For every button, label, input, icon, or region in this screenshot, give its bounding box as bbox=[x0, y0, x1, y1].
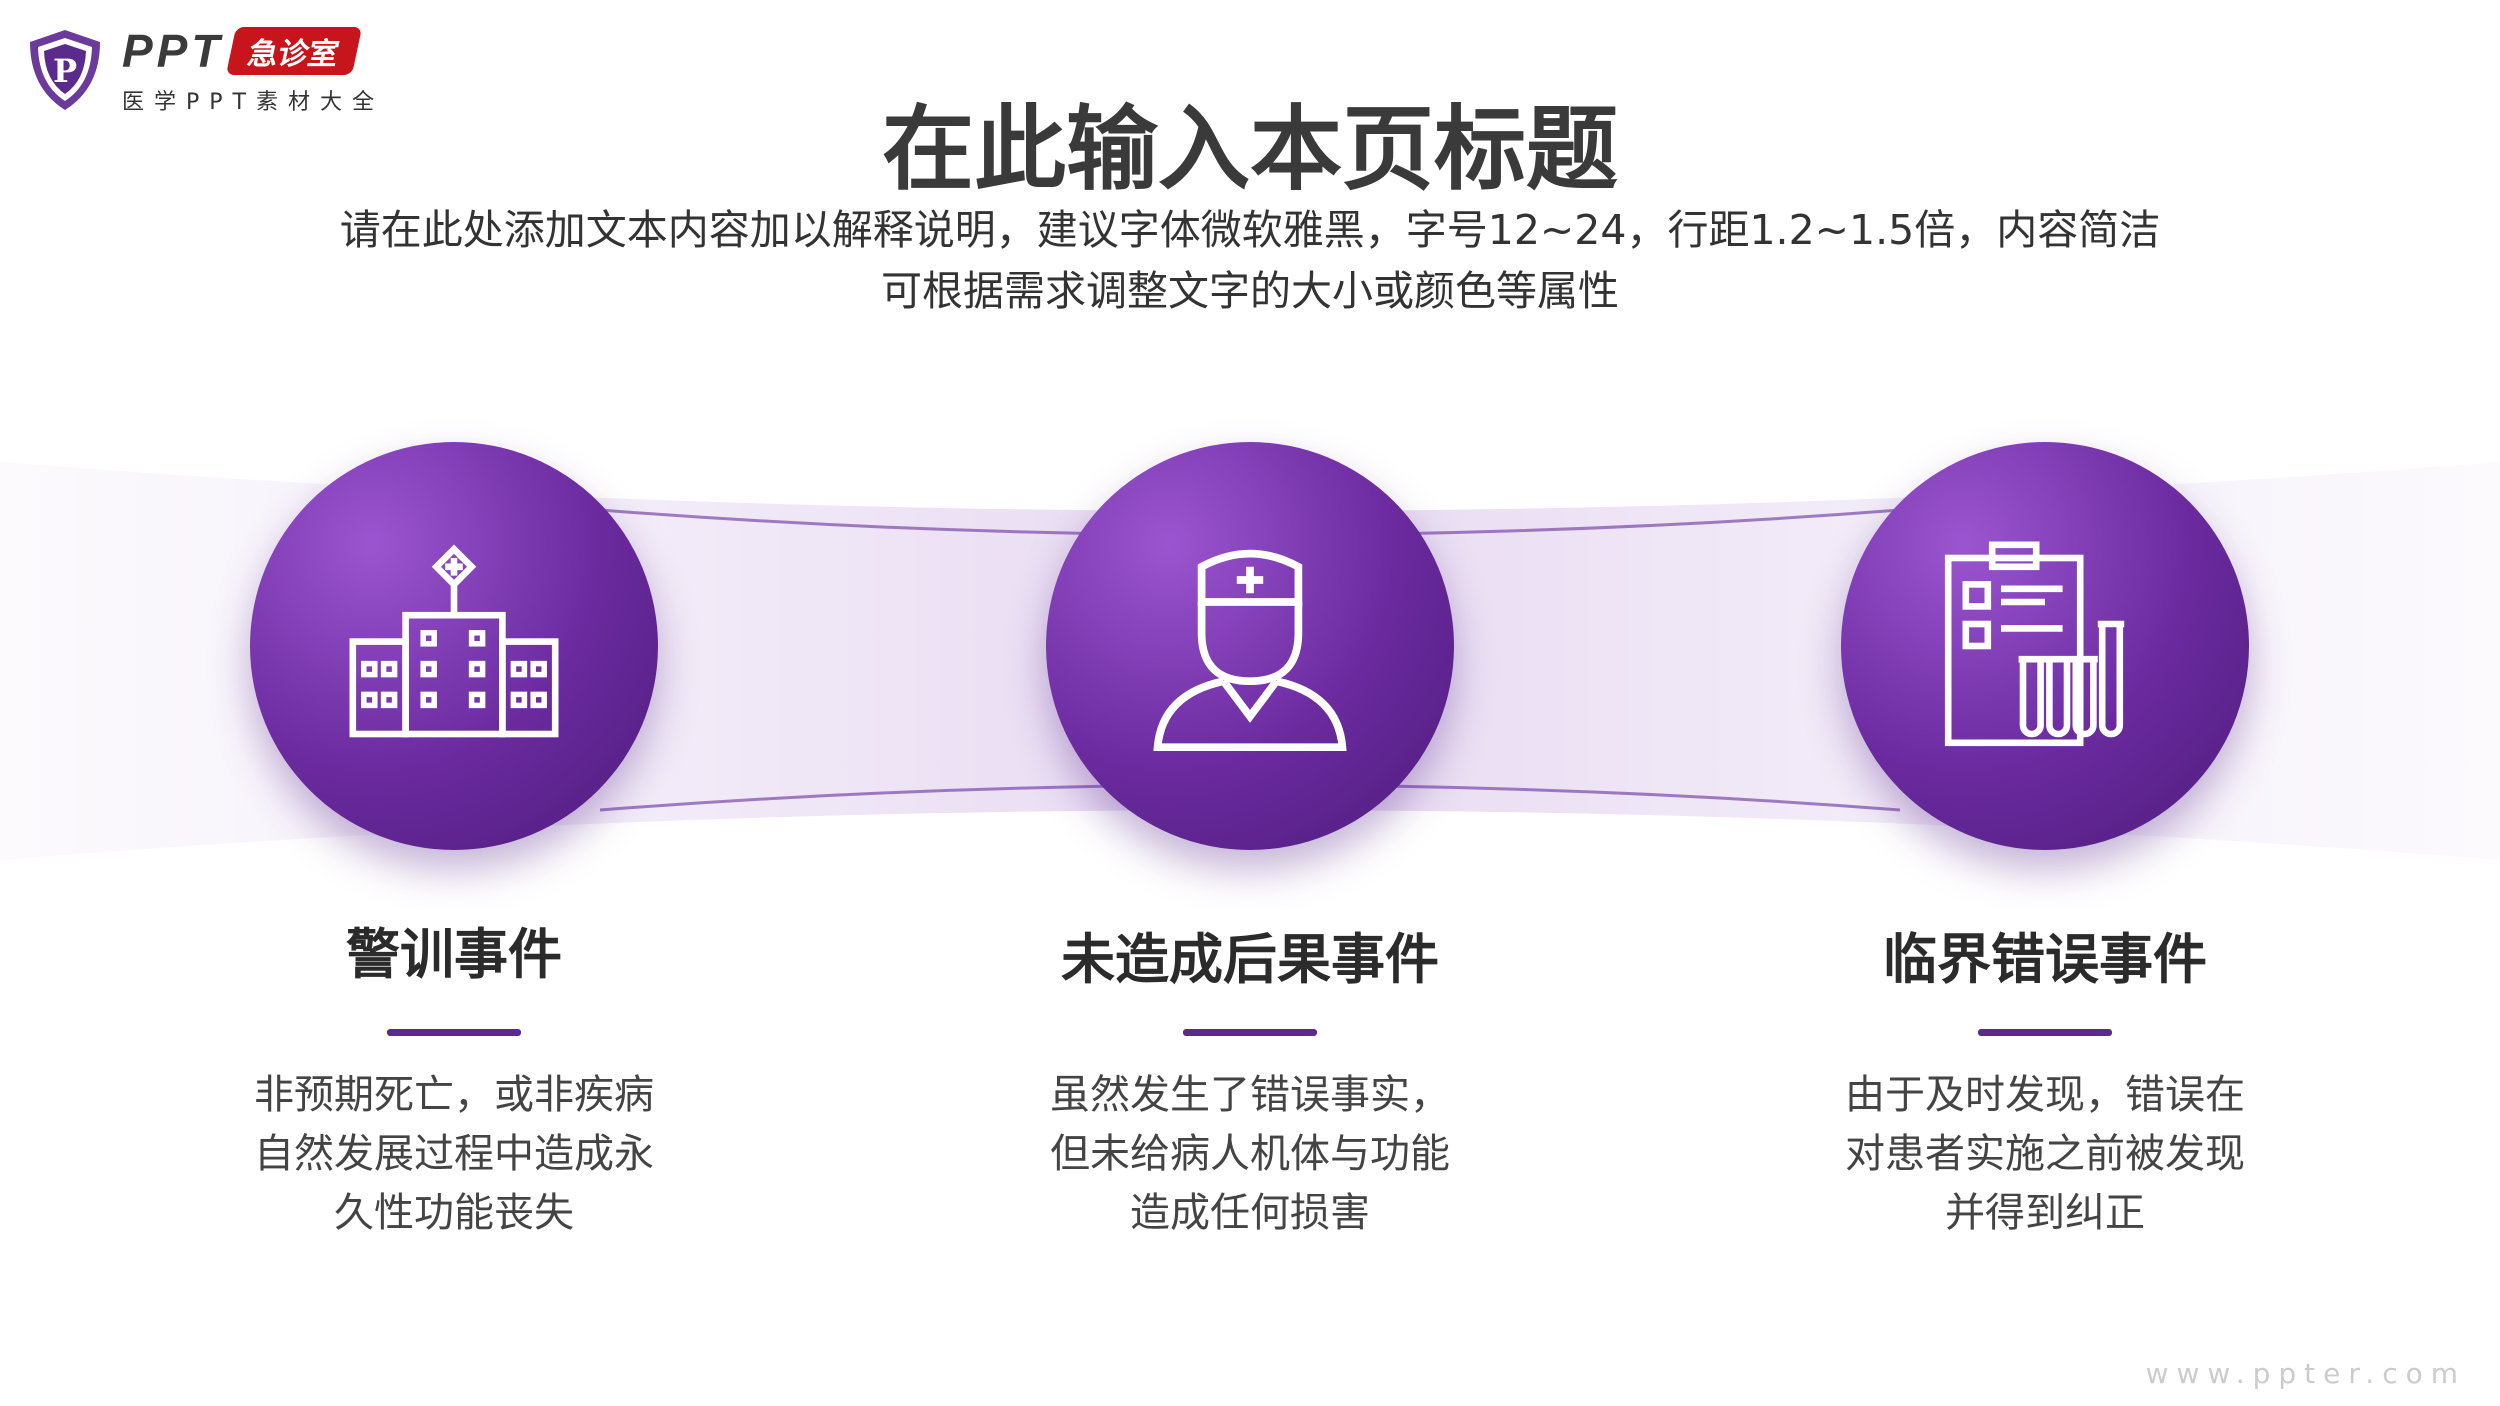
item-description: 由于及时发现，错误在对患者实施之前被发现并得到纠正 bbox=[1745, 1066, 2345, 1243]
item-title: 未造成后果事件 bbox=[1061, 928, 1439, 991]
doctor-icon bbox=[1153, 549, 1347, 752]
desc-line: 并得到纠正 bbox=[1945, 1190, 2145, 1236]
desc-line: 造成任何损害 bbox=[1130, 1190, 1370, 1236]
item-description: 非预期死亡，或非疾病自然发展过程中造成永久性功能丧失 bbox=[154, 1066, 754, 1243]
logo-tag: 急诊室 bbox=[226, 27, 363, 75]
page-description: 请在此处添加文本内容加以解释说明，建议字体微软雅黑，字号12~24，行距1.2~… bbox=[0, 200, 2500, 322]
footer-url: www.ppter.com bbox=[2145, 1357, 2466, 1390]
item-description: 虽然发生了错误事实， 但未给病人机体与功能造成任何损害 bbox=[950, 1066, 1550, 1243]
svg-text:P: P bbox=[53, 52, 77, 90]
desc-line: 请在此处添加文本内容加以解释说明，建议字体微软雅黑，字号12~24，行距1.2~… bbox=[339, 206, 2161, 254]
doctor-circle bbox=[1046, 442, 1454, 850]
desc-line: 对患者实施之前被发现 bbox=[1845, 1131, 2245, 1177]
logo-subtitle: 医学PPT素材大全 bbox=[122, 90, 384, 115]
hospital-circle bbox=[250, 442, 658, 850]
shield-logo-icon: P bbox=[30, 30, 100, 110]
item-title: 临界错误事件 bbox=[1883, 928, 2207, 991]
page-title: 在此输入本页标题 bbox=[881, 96, 1618, 203]
divider bbox=[1978, 1029, 2112, 1036]
desc-line: 自然发展过程中造成永 bbox=[254, 1131, 654, 1177]
desc-line: 久性功能丧失 bbox=[334, 1190, 574, 1236]
item-title: 警训事件 bbox=[346, 923, 562, 986]
desc-line: 由于及时发现，错误在 bbox=[1845, 1072, 2245, 1118]
desc-line: 但未给病人机体与功能 bbox=[1050, 1131, 1450, 1177]
clipboard-circle bbox=[1841, 442, 2249, 850]
item-card: 临界错误事件 由于及时发现，错误在对患者实施之前被发现并得到纠正 bbox=[1745, 915, 2345, 1243]
desc-line: 非预期死亡，或非疾病 bbox=[254, 1072, 654, 1118]
divider bbox=[387, 1029, 521, 1036]
hospital-icon bbox=[349, 544, 559, 738]
item-card: 警训事件 非预期死亡，或非疾病自然发展过程中造成永久性功能丧失 bbox=[154, 910, 754, 1243]
logo-brand: PPT bbox=[122, 25, 224, 77]
desc-line: 虽然发生了错误事实， bbox=[1050, 1072, 1450, 1118]
item-card: 未造成后果事件 虽然发生了错误事实， 但未给病人机体与功能造成任何损害 bbox=[950, 915, 1550, 1243]
clipboard-test-tubes-icon bbox=[1944, 541, 2125, 747]
divider bbox=[1183, 1029, 1317, 1036]
desc-line: 可根据需求调整文字的大小或颜色等属性 bbox=[881, 267, 1619, 315]
